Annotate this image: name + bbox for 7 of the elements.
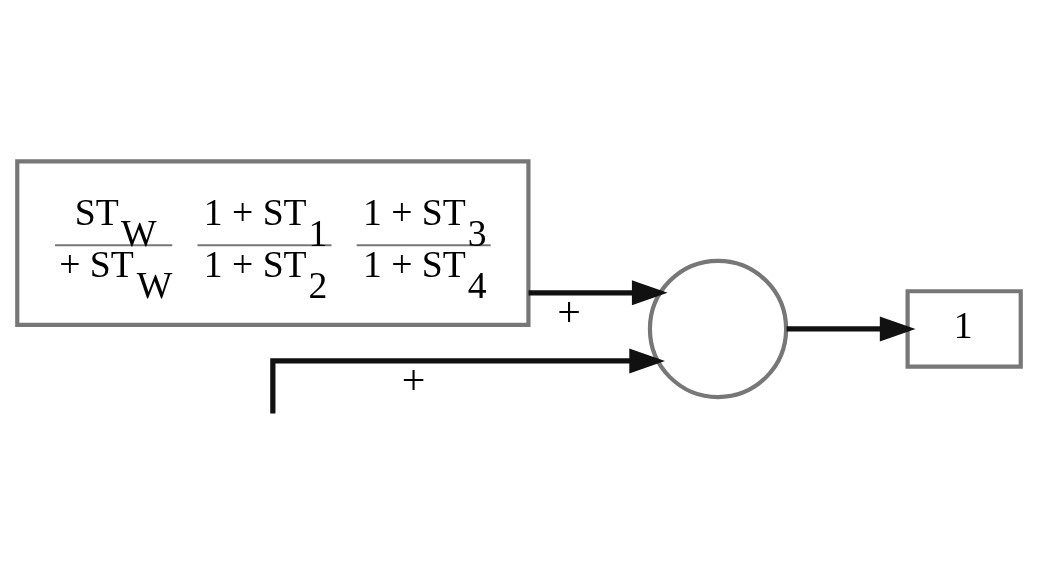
arrow	[528, 279, 668, 305]
edge-label: +	[401, 356, 426, 403]
node-box: 1	[905, 288, 1023, 369]
arrow	[270, 347, 665, 414]
arrow	[786, 316, 916, 341]
node-circle	[647, 258, 789, 399]
edge-label: +	[557, 288, 581, 335]
